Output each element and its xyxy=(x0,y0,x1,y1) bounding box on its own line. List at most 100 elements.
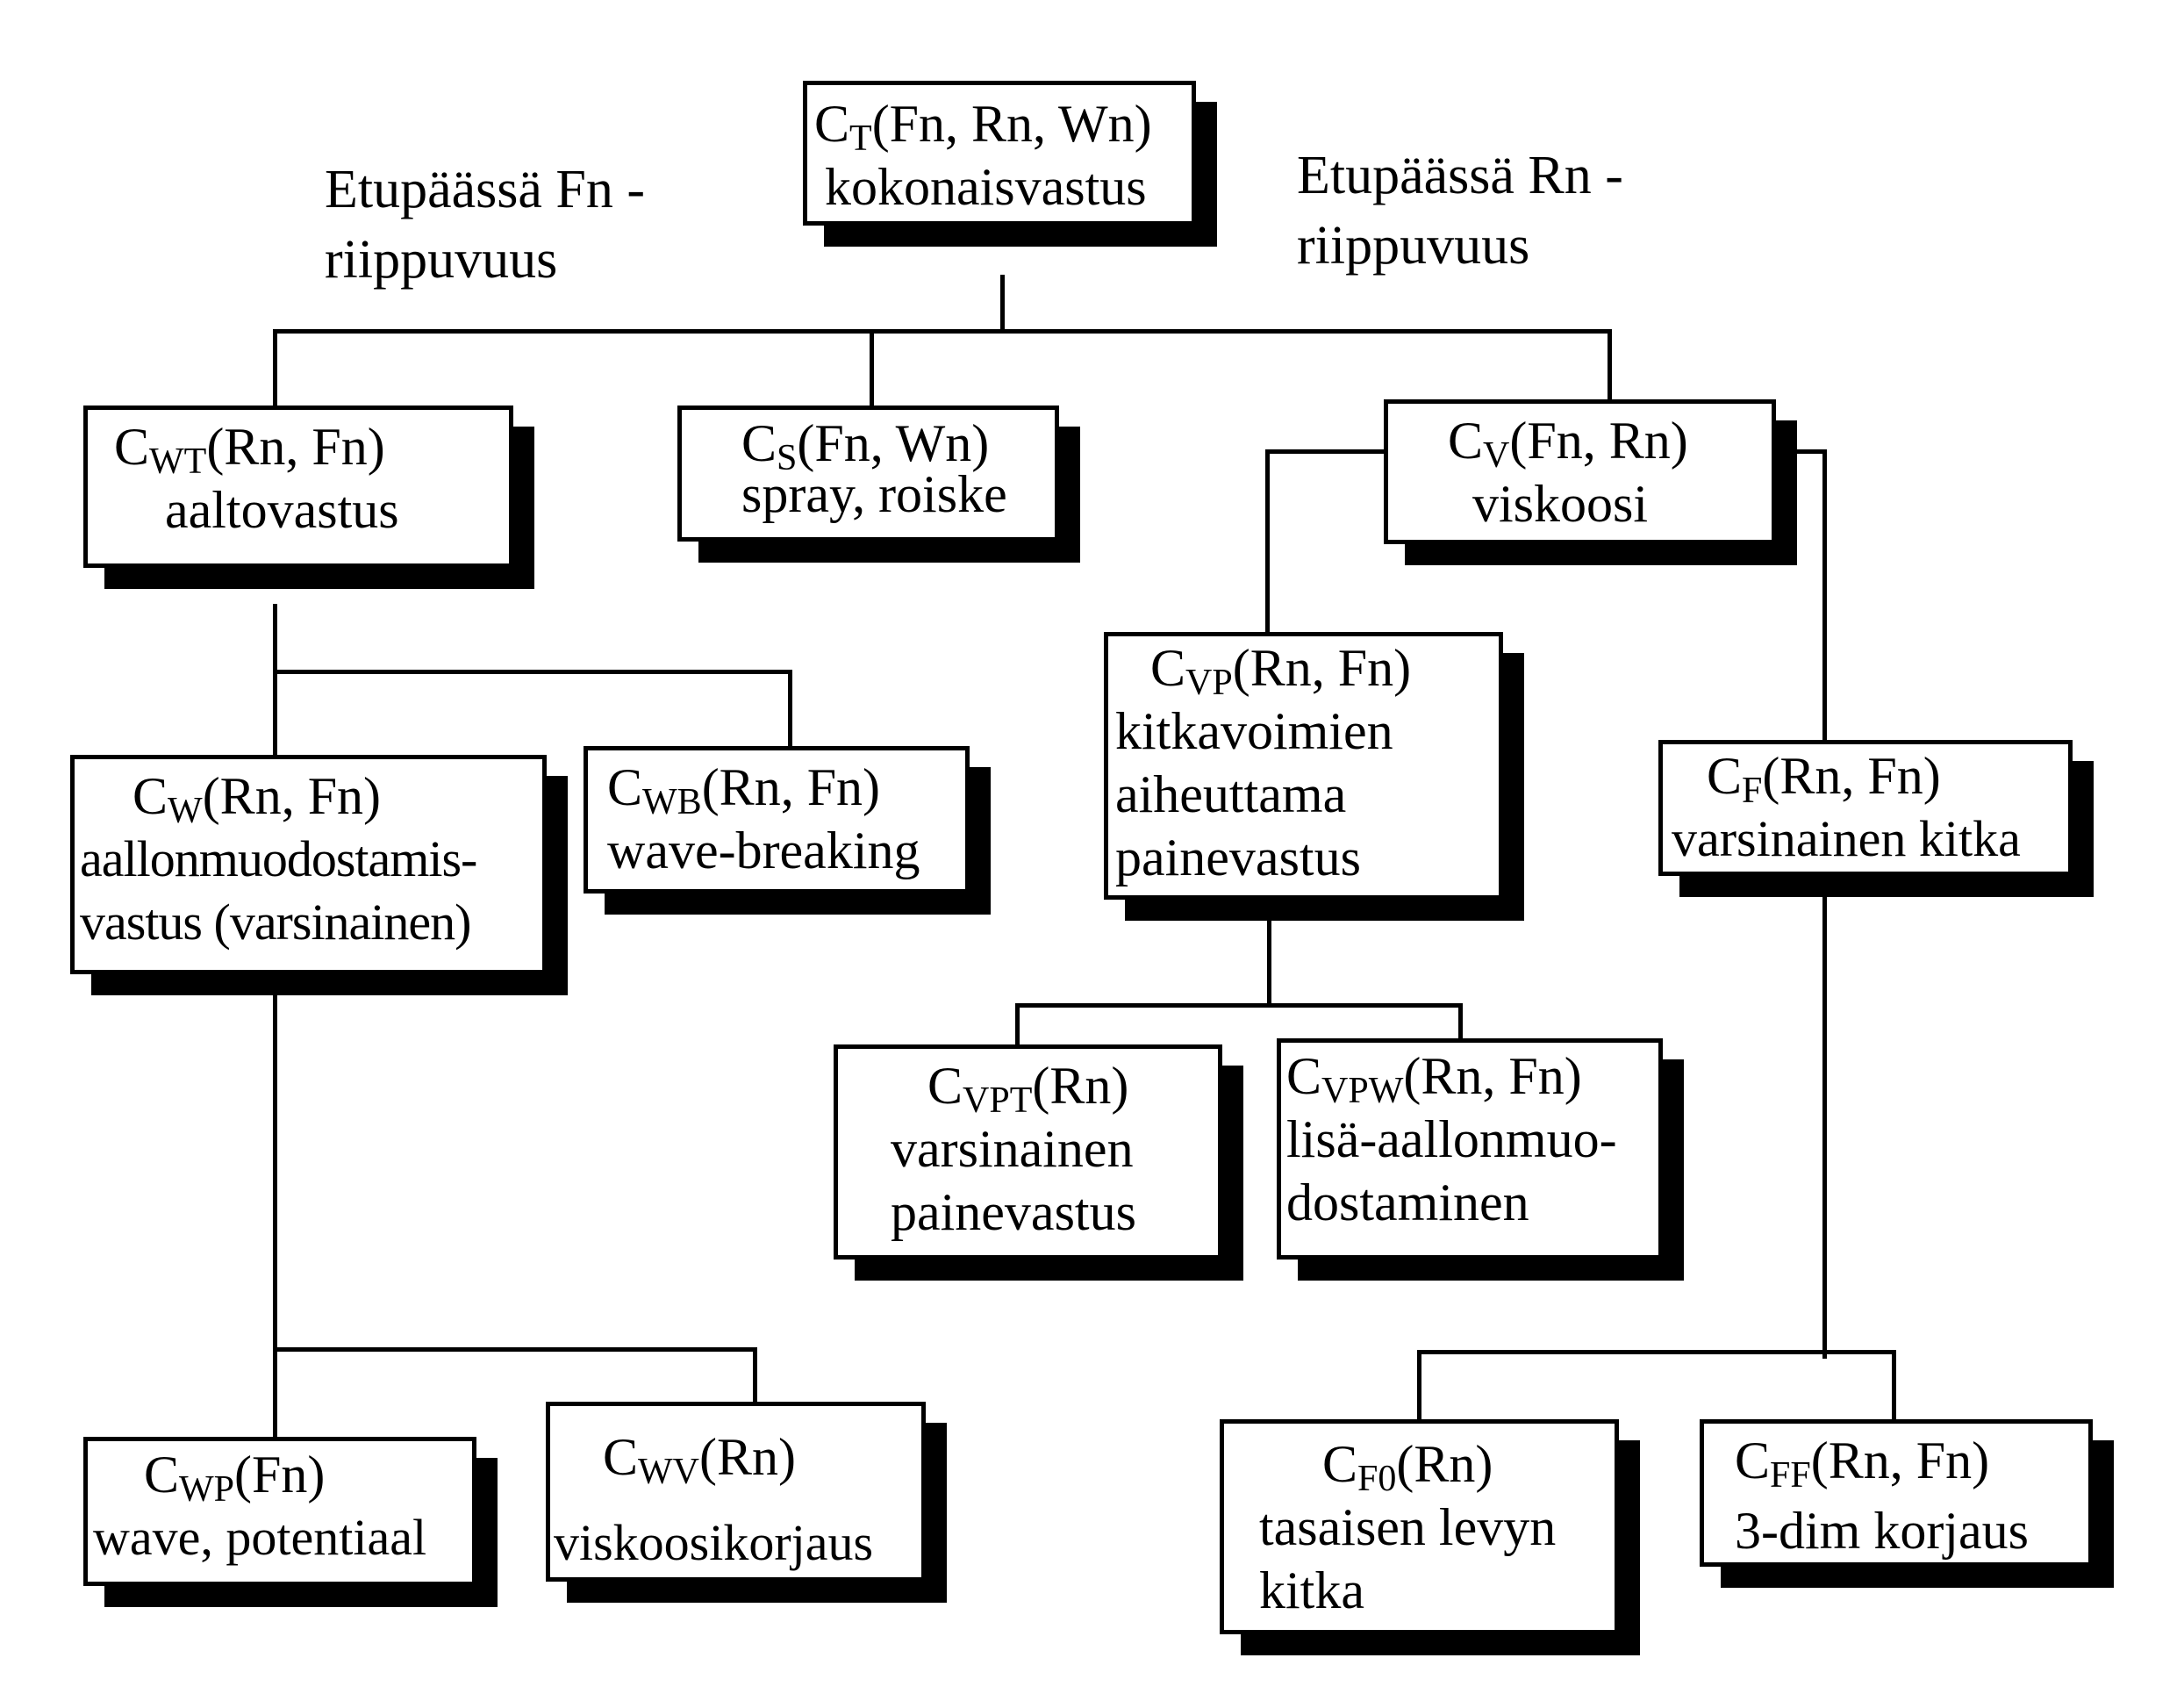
connector xyxy=(1000,275,1005,331)
node-cvpt: CVPT(Rn) varsinainen painevastus xyxy=(834,1044,1222,1260)
note-rn-dependency: Etupäässä Rn - riippuvuus xyxy=(1297,140,1623,281)
connector xyxy=(1608,329,1612,401)
node-args: (Fn, Rn) xyxy=(1509,412,1688,470)
node-args: (Fn, Rn, Wn) xyxy=(871,95,1152,153)
symbol-letter: C xyxy=(132,767,168,825)
symbol-letter: C xyxy=(114,418,150,476)
node-label: kitkavoimien xyxy=(1115,702,1393,760)
symbol-letter: C xyxy=(1286,1047,1322,1105)
note-fn-dependency: Etupäässä Fn - riippuvuus xyxy=(325,154,645,295)
note-line: Etupäässä Fn - xyxy=(325,160,646,219)
node-symbol: CW(Rn, Fn) xyxy=(80,764,542,831)
node-label: wave-breaking xyxy=(607,822,920,879)
connector xyxy=(1775,449,1825,454)
node-cs: CS(Fn, Wn) spray, roiske xyxy=(677,406,1059,542)
node-symbol: CT(Fn, Rn, Wn) xyxy=(814,92,1192,157)
node-args: (Rn, Fn) xyxy=(1403,1047,1582,1105)
node-label: aiheuttama xyxy=(1115,765,1347,823)
node-cvp: CVP(Rn, Fn) kitkavoimien aiheuttama pain… xyxy=(1104,632,1503,900)
node-label: aallonmuodostamis- xyxy=(80,830,477,887)
symbol-subscript: WT xyxy=(149,441,207,482)
symbol-subscript: W xyxy=(168,791,203,831)
symbol-letter: C xyxy=(741,414,777,472)
node-symbol: CFF(Rn, Fn) xyxy=(1735,1429,2088,1494)
connector xyxy=(870,329,874,408)
connector xyxy=(1267,902,1271,1003)
node-args: (Rn, Fn) xyxy=(701,758,881,816)
node-label: painevastus xyxy=(1115,829,1361,886)
node-label: painevastus xyxy=(891,1183,1136,1241)
symbol-letter: C xyxy=(814,95,850,153)
note-line: Etupäässä Rn - xyxy=(1297,146,1623,205)
node-cw: CW(Rn, Fn) aallonmuodostamis- vastus (va… xyxy=(70,755,547,974)
node-label: kitka xyxy=(1259,1561,1364,1619)
node-label: spray, roiske xyxy=(741,465,1007,523)
connector xyxy=(1417,1350,1421,1422)
connector xyxy=(273,670,791,674)
node-symbol: CV(Fn, Rn) xyxy=(1448,409,1772,474)
connector xyxy=(273,329,277,408)
node-symbol: CS(Fn, Wn) xyxy=(741,412,1055,478)
node-symbol: CF(Rn, Fn) xyxy=(1672,744,2068,809)
symbol-subscript: VPT xyxy=(963,1080,1033,1121)
symbol-subscript: FF xyxy=(1770,1455,1811,1496)
node-label: dostaminen xyxy=(1286,1173,1529,1231)
symbol-letter: C xyxy=(607,758,643,816)
symbol-letter: C xyxy=(1150,639,1186,697)
node-label: lisä-aallonmuo- xyxy=(1286,1110,1617,1168)
node-cwp: CWP(Fn) wave, potentiaal xyxy=(83,1437,476,1586)
connector xyxy=(1822,867,1827,1359)
connector xyxy=(1015,1003,1020,1046)
symbol-subscript: T xyxy=(849,118,872,159)
connector xyxy=(273,1347,757,1352)
node-cwb: CWB(Rn, Fn) wave-breaking xyxy=(584,746,970,894)
connector xyxy=(273,329,1610,334)
node-label: viskoosi xyxy=(1472,475,1649,533)
connector xyxy=(1265,449,1388,454)
connector xyxy=(1265,449,1270,634)
node-cvpw: CVPW(Rn, Fn) lisä-aallonmuo- dostaminen xyxy=(1277,1038,1663,1260)
node-label: 3-dim korjaus xyxy=(1735,1502,2029,1560)
connector xyxy=(1015,1003,1463,1008)
connector xyxy=(1417,1350,1895,1354)
node-args: (Rn) xyxy=(699,1428,796,1486)
symbol-subscript: WB xyxy=(642,782,702,822)
node-symbol: CF0(Rn) xyxy=(1259,1432,1615,1497)
node-ct: CT(Fn, Rn, Wn) kokonaisvastus xyxy=(803,81,1196,226)
connector xyxy=(753,1347,757,1403)
connector xyxy=(273,965,277,1439)
symbol-subscript: WV xyxy=(638,1452,700,1492)
node-args: (Rn, Fn) xyxy=(1762,747,1941,805)
symbol-subscript: F xyxy=(1742,771,1763,811)
node-label: kokonaisvastus xyxy=(825,158,1147,216)
node-symbol: CVP(Rn, Fn) xyxy=(1115,636,1499,703)
node-label: tasaisen levyn xyxy=(1259,1498,1557,1556)
node-cf0: CF0(Rn) tasaisen levyn kitka xyxy=(1220,1419,1619,1634)
note-line: riippuvuus xyxy=(1297,216,1530,276)
node-label: wave, potentiaal xyxy=(93,1509,427,1566)
node-args: (Rn) xyxy=(1032,1057,1129,1115)
node-cwv: CWV(Rn) viskoosikorjaus xyxy=(546,1402,926,1582)
node-symbol: CWB(Rn, Fn) xyxy=(607,756,965,822)
node-cwt: CWT(Rn, Fn) aaltovastus xyxy=(83,406,513,568)
node-symbol: CWT(Rn, Fn) xyxy=(114,415,509,480)
connector xyxy=(1892,1350,1896,1422)
node-args: (Fn) xyxy=(234,1446,326,1504)
connector xyxy=(1458,1003,1463,1039)
symbol-letter: C xyxy=(927,1057,963,1115)
node-args: (Rn, Fn) xyxy=(1232,639,1412,697)
symbol-subscript: VP xyxy=(1185,663,1233,703)
connector xyxy=(1822,449,1827,743)
node-label: varsinainen xyxy=(891,1120,1134,1178)
node-args: (Fn, Wn) xyxy=(797,414,990,472)
node-symbol: CWP(Fn) xyxy=(93,1443,472,1508)
symbol-letter: C xyxy=(144,1446,180,1504)
node-args: (Rn, Fn) xyxy=(206,418,385,476)
symbol-letter: C xyxy=(1735,1432,1771,1489)
node-label: vastus (varsinainen) xyxy=(80,894,471,951)
symbol-subscript: VPW xyxy=(1321,1071,1404,1111)
node-symbol: CWV(Rn) xyxy=(554,1425,921,1492)
symbol-letter: C xyxy=(1322,1435,1358,1493)
symbol-subscript: S xyxy=(777,438,798,478)
